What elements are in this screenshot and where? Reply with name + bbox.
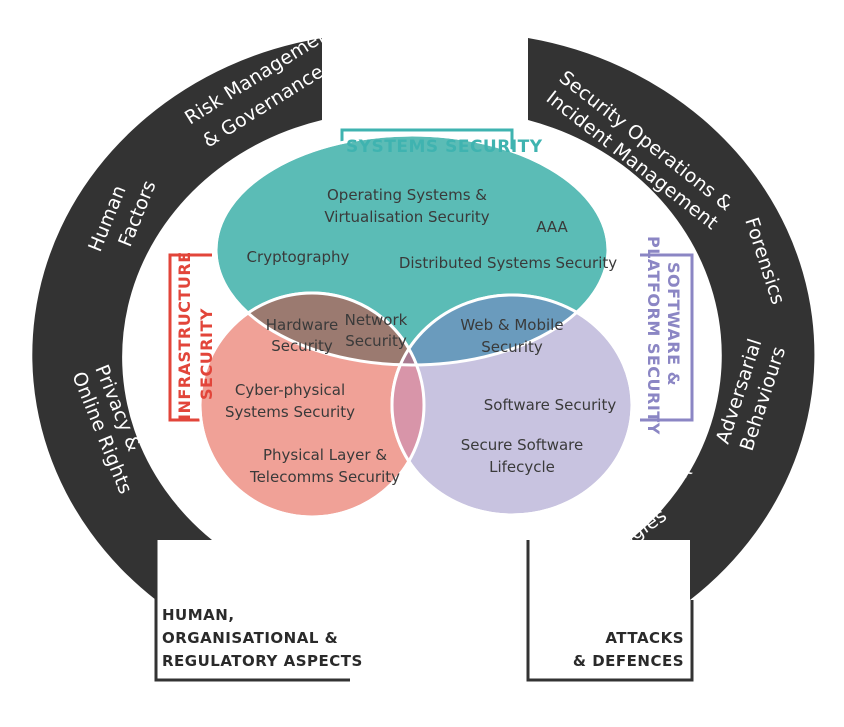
- os-virt-label-2: Virtualisation Security: [324, 208, 489, 226]
- right-arc: [528, 38, 815, 600]
- distributed-label: Distributed Systems Security: [399, 254, 617, 272]
- attacks-label-2: & DEFENCES: [573, 652, 684, 670]
- human-org-bracket: [154, 540, 350, 682]
- aaa-label: AAA: [536, 218, 568, 236]
- crypto-label: Cryptography: [247, 248, 350, 266]
- os-virt-label-1: Operating Systems &: [327, 186, 487, 204]
- systems-outline: [214, 133, 610, 367]
- attacks-label-1: ATTACKS: [605, 629, 684, 647]
- cps-label-1: Cyber-physical: [235, 381, 345, 399]
- software-outline: [390, 293, 634, 517]
- hardware-label-2: Security: [271, 337, 333, 355]
- infra-bracket: [168, 253, 212, 422]
- software-security-label: Software Security: [484, 396, 617, 414]
- systems-security-label: SYSTEMS SECURITY: [346, 137, 543, 157]
- human-org-label-2: ORGANISATIONAL &: [162, 629, 338, 647]
- network-label-2: Security: [345, 332, 407, 350]
- hardware-label-1: Hardware: [266, 316, 338, 334]
- physical-label-2: Telecomms Security: [249, 468, 400, 486]
- network-label-1: Network: [345, 311, 408, 329]
- infra-outline: [198, 291, 426, 519]
- software-label-2: PLATFORM SECURITY: [644, 236, 663, 435]
- attacks-bracket: [526, 540, 694, 682]
- physical-label-1: Physical Layer &: [263, 446, 387, 464]
- secure-lifecycle-label-1: Secure Software: [461, 436, 583, 454]
- software-bracket: [640, 253, 694, 422]
- web-mobile-label-1: Web & Mobile: [460, 316, 563, 334]
- infra-label-2: SECURITY: [197, 308, 216, 400]
- human-org-label-3: REGULATORY ASPECTS: [162, 652, 363, 670]
- secure-lifecycle-label-2: Lifecycle: [489, 458, 555, 476]
- software-label-1: SOFTWARE &: [664, 262, 683, 386]
- web-mobile-label-2: Security: [481, 338, 543, 356]
- cps-label-2: Systems Security: [225, 403, 355, 421]
- human-org-label-1: HUMAN,: [162, 606, 235, 624]
- infra-label-1: INFRASTRUCTURE: [175, 251, 194, 420]
- left-arc: [32, 38, 322, 600]
